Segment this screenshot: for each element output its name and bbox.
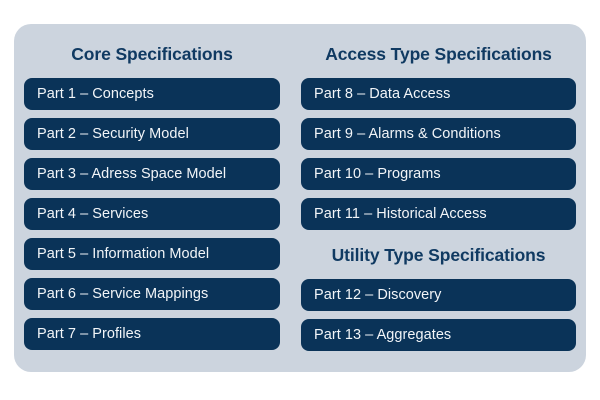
specifications-card: Core Specifications Part 1 – Concepts Pa…	[14, 24, 586, 372]
list-item-part-3[interactable]: Part 3 – Adress Space Model	[24, 158, 280, 190]
part-label: Part 2 – Security Model	[37, 126, 189, 142]
core-specifications-column: Core Specifications Part 1 – Concepts Pa…	[14, 24, 290, 372]
list-item-part-4[interactable]: Part 4 – Services	[24, 198, 280, 230]
access-type-specifications-list: Part 8 – Data Access Part 9 – Alarms & C…	[301, 78, 576, 230]
part-label: Part 1 – Concepts	[37, 86, 154, 102]
part-label: Part 4 – Services	[37, 206, 149, 222]
list-item-part-6[interactable]: Part 6 – Service Mappings	[24, 278, 280, 310]
access-type-specifications-heading: Access Type Specifications	[325, 44, 552, 64]
part-label: Part 6 – Service Mappings	[37, 286, 209, 302]
part-label: Part 8 – Data Access	[314, 86, 451, 102]
part-label: Part 5 – Information Model	[37, 246, 210, 262]
list-item-part-8[interactable]: Part 8 – Data Access	[301, 78, 576, 110]
list-item-part-5[interactable]: Part 5 – Information Model	[24, 238, 280, 270]
specifications-columns: Core Specifications Part 1 – Concepts Pa…	[14, 24, 586, 372]
core-specifications-list: Part 1 – Concepts Part 2 – Security Mode…	[24, 78, 280, 350]
part-label: Part 10 – Programs	[314, 166, 441, 182]
utility-type-specifications-heading: Utility Type Specifications	[331, 245, 546, 265]
part-label: Part 3 – Adress Space Model	[37, 166, 227, 182]
part-label: Part 12 – Discovery	[314, 287, 442, 303]
part-label: Part 13 – Aggregates	[314, 327, 452, 343]
list-item-part-9[interactable]: Part 9 – Alarms & Conditions	[301, 118, 576, 150]
list-item-part-1[interactable]: Part 1 – Concepts	[24, 78, 280, 110]
core-specifications-heading: Core Specifications	[71, 44, 233, 64]
list-item-part-13[interactable]: Part 13 – Aggregates	[301, 319, 576, 351]
part-label: Part 7 – Profiles	[37, 326, 142, 342]
list-item-part-12[interactable]: Part 12 – Discovery	[301, 279, 576, 311]
list-item-part-7[interactable]: Part 7 – Profiles	[24, 318, 280, 350]
type-specifications-column: Access Type Specifications Part 8 – Data…	[290, 24, 586, 372]
list-item-part-11[interactable]: Part 11 – Historical Access	[301, 198, 576, 230]
list-item-part-10[interactable]: Part 10 – Programs	[301, 158, 576, 190]
part-label: Part 11 – Historical Access	[314, 206, 487, 222]
utility-type-specifications-list: Part 12 – Discovery Part 13 – Aggregates	[301, 279, 576, 351]
list-item-part-2[interactable]: Part 2 – Security Model	[24, 118, 280, 150]
part-label: Part 9 – Alarms & Conditions	[314, 126, 501, 142]
